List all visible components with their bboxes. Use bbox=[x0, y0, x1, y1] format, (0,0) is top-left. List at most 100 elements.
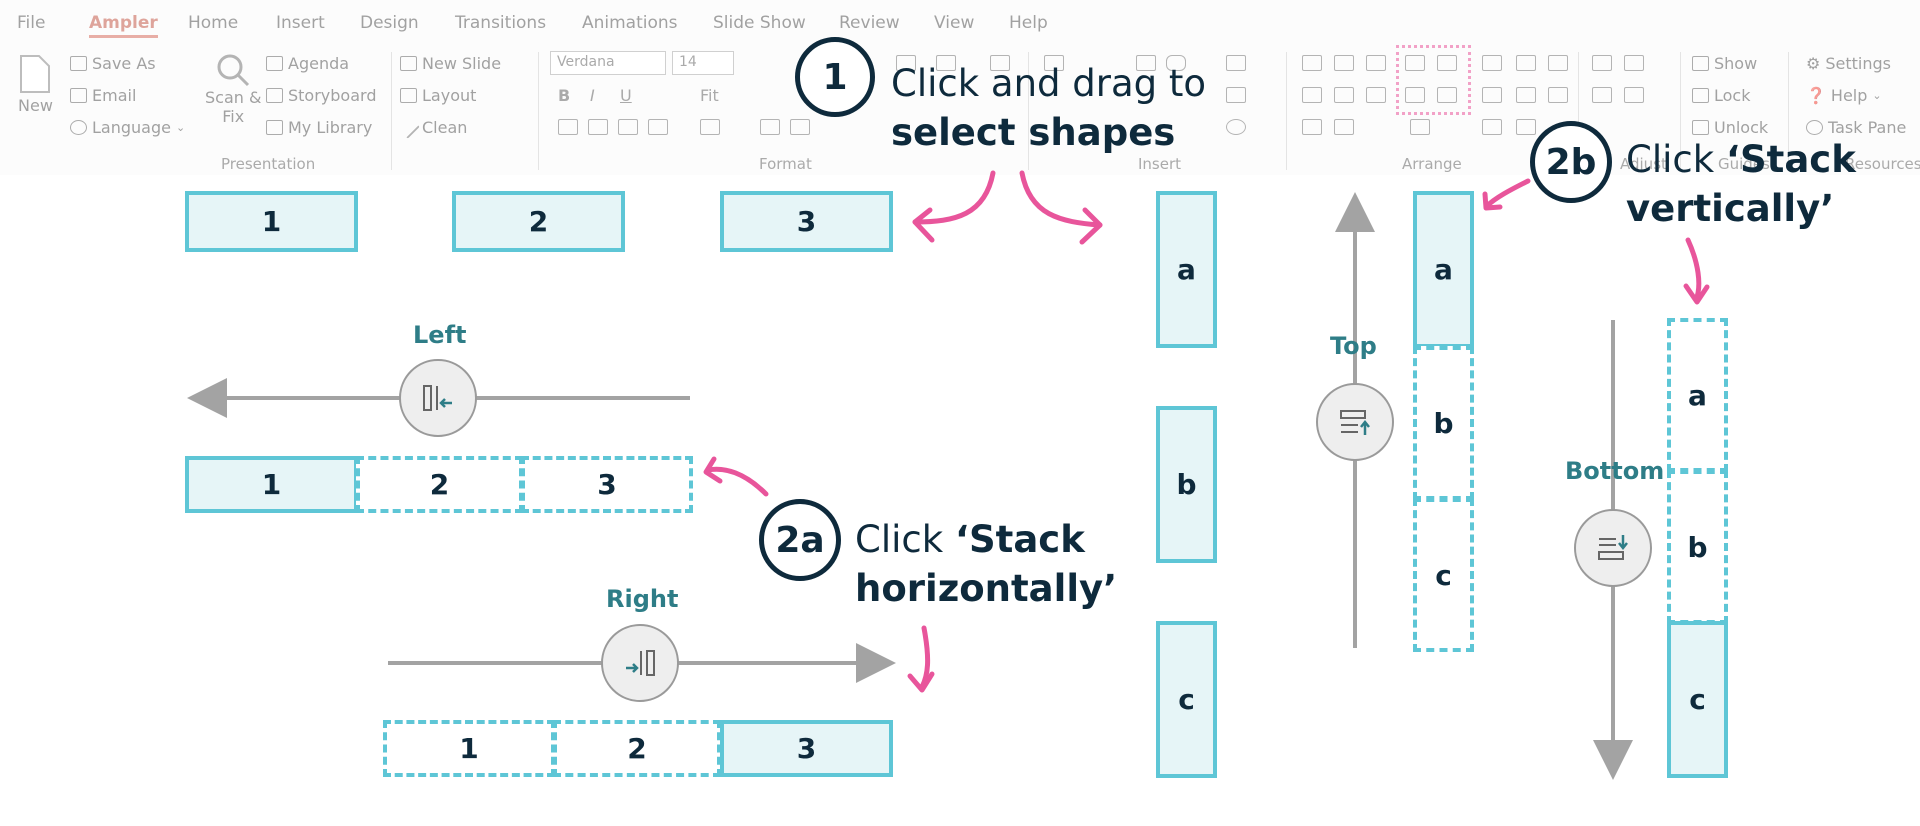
shape-box-moved[interactable]: 3 bbox=[521, 456, 693, 513]
flip-horizontal-icon[interactable] bbox=[1302, 119, 1322, 135]
shape-box[interactable]: a bbox=[1156, 191, 1217, 348]
scan-fix-button[interactable]: Scan &Fix bbox=[205, 52, 261, 126]
stack-right-button[interactable] bbox=[601, 624, 679, 702]
fit-button[interactable]: Fit bbox=[700, 86, 719, 105]
align-center-icon[interactable] bbox=[588, 119, 608, 135]
tab-file[interactable]: File bbox=[17, 13, 46, 33]
shape-box-moved[interactable]: a bbox=[1667, 318, 1728, 472]
bold-button[interactable]: B bbox=[558, 86, 571, 105]
same-height-icon[interactable] bbox=[1516, 87, 1536, 103]
clean-button[interactable]: Clean bbox=[397, 116, 467, 139]
language-button[interactable]: Language⌄ bbox=[70, 118, 185, 137]
margin-icon[interactable] bbox=[1624, 55, 1644, 71]
same-width-icon[interactable] bbox=[1482, 87, 1502, 103]
unlock-guides-button[interactable]: Unlock bbox=[1692, 118, 1768, 137]
help-button[interactable]: ❓Help⌄ bbox=[1806, 86, 1882, 105]
task-pane-button[interactable]: Task Pane bbox=[1806, 118, 1906, 137]
text-box-icon[interactable] bbox=[1044, 55, 1064, 71]
lock-guides-button[interactable]: Lock bbox=[1692, 86, 1750, 105]
align-middles-icon[interactable] bbox=[1334, 87, 1354, 103]
swap-icon[interactable] bbox=[1592, 55, 1612, 71]
shape-effects-icon[interactable] bbox=[1226, 119, 1246, 135]
shape-box[interactable]: 3 bbox=[720, 720, 893, 777]
table-icon[interactable] bbox=[1516, 119, 1536, 135]
numbering-icon[interactable] bbox=[700, 119, 720, 135]
grid-icon[interactable] bbox=[1482, 119, 1502, 135]
shape-box-moved[interactable]: b bbox=[1667, 470, 1728, 624]
stack-bottom-icon[interactable] bbox=[1437, 87, 1457, 103]
tab-help[interactable]: Help bbox=[1009, 13, 1048, 33]
shape-box-moved[interactable]: b bbox=[1413, 346, 1474, 500]
shape-box[interactable]: 3 bbox=[720, 191, 893, 252]
font-size-select[interactable]: 14 bbox=[672, 51, 734, 75]
shape-box[interactable]: 1 bbox=[185, 456, 358, 513]
adjust-width-icon[interactable] bbox=[1592, 87, 1612, 103]
indent-icon[interactable] bbox=[760, 119, 780, 135]
tab-home[interactable]: Home bbox=[188, 13, 239, 33]
tab-slide-show[interactable]: Slide Show bbox=[713, 13, 806, 33]
new-slide-button[interactable]: New Slide bbox=[400, 54, 501, 73]
adjust-height-icon[interactable] bbox=[1624, 87, 1644, 103]
stack-left-icon[interactable] bbox=[1405, 55, 1425, 71]
shape-fill-icon[interactable] bbox=[1226, 87, 1246, 103]
my-library-button[interactable]: My Library bbox=[266, 118, 372, 137]
save-as-button[interactable]: Save As bbox=[70, 54, 156, 73]
tab-design[interactable]: Design bbox=[360, 13, 419, 33]
tab-view[interactable]: View bbox=[934, 13, 975, 33]
align-bottom-edges-icon[interactable] bbox=[1366, 87, 1386, 103]
distribute-icon[interactable] bbox=[1482, 55, 1502, 71]
shape-box[interactable]: b bbox=[1156, 406, 1217, 563]
font-family-select[interactable]: Verdana bbox=[550, 51, 666, 75]
shape-box-moved[interactable]: c bbox=[1413, 498, 1474, 652]
show-guides-button[interactable]: Show bbox=[1692, 54, 1757, 73]
group-icon[interactable] bbox=[1410, 119, 1430, 135]
tab-ampler[interactable]: Ampler bbox=[89, 13, 158, 38]
align-right-edges-icon[interactable] bbox=[1366, 55, 1386, 71]
shape-box-moved[interactable]: 2 bbox=[356, 456, 523, 513]
rounded-rectangle-icon[interactable] bbox=[1166, 55, 1186, 71]
same-size-icon[interactable] bbox=[1548, 55, 1568, 71]
storyboard-button[interactable]: Storyboard bbox=[266, 86, 376, 105]
underline-button[interactable]: U bbox=[620, 86, 632, 105]
tab-animations[interactable]: Animations bbox=[582, 13, 678, 33]
stack-left-button[interactable] bbox=[399, 359, 477, 437]
eyedropper-icon[interactable] bbox=[990, 55, 1010, 71]
tab-transitions[interactable]: Transitions bbox=[455, 13, 547, 33]
stack-top-icon[interactable] bbox=[1405, 87, 1425, 103]
align-left-edges-icon[interactable] bbox=[1302, 55, 1322, 71]
ribbon: File Ampler Home Insert Design Transitio… bbox=[0, 0, 1920, 175]
stack-right-icon[interactable] bbox=[1437, 55, 1457, 71]
shape-box[interactable]: c bbox=[1667, 621, 1728, 778]
tab-insert[interactable]: Insert bbox=[276, 13, 325, 33]
align-centers-icon[interactable] bbox=[1334, 55, 1354, 71]
layout-button[interactable]: Layout bbox=[400, 86, 476, 105]
shape-box-moved[interactable]: 2 bbox=[553, 720, 721, 777]
checkbox-icon bbox=[1692, 56, 1709, 71]
fill-color-icon[interactable] bbox=[896, 55, 916, 71]
shape-box[interactable]: a bbox=[1413, 191, 1474, 348]
flip-vertical-icon[interactable] bbox=[1334, 119, 1354, 135]
settings-button[interactable]: ⚙Settings bbox=[1806, 54, 1891, 73]
align-right-icon[interactable] bbox=[618, 119, 638, 135]
align-left-icon[interactable] bbox=[558, 119, 578, 135]
email-button[interactable]: Email bbox=[70, 86, 136, 105]
callout-icon[interactable] bbox=[1226, 55, 1246, 71]
new-button[interactable]: New bbox=[18, 54, 53, 115]
stack-bottom-button[interactable] bbox=[1574, 509, 1652, 587]
shape-box[interactable]: 2 bbox=[452, 191, 625, 252]
stack-top-button[interactable] bbox=[1316, 383, 1394, 461]
shape-box-moved[interactable]: 1 bbox=[383, 720, 555, 777]
distribute-vertical-icon[interactable] bbox=[1516, 55, 1536, 71]
shape-box[interactable]: c bbox=[1156, 621, 1217, 778]
italic-button[interactable]: I bbox=[590, 86, 595, 105]
outdent-icon[interactable] bbox=[790, 119, 810, 135]
resize-icon[interactable] bbox=[1548, 87, 1568, 103]
bullets-icon[interactable] bbox=[648, 119, 668, 135]
agenda-button[interactable]: Agenda bbox=[266, 54, 349, 73]
tab-review[interactable]: Review bbox=[839, 13, 900, 33]
shape-box[interactable]: 1 bbox=[185, 191, 358, 252]
line-color-icon[interactable] bbox=[936, 55, 956, 71]
left-label: Left bbox=[413, 321, 467, 349]
rectangle-icon[interactable] bbox=[1136, 55, 1156, 71]
align-top-edges-icon[interactable] bbox=[1302, 87, 1322, 103]
